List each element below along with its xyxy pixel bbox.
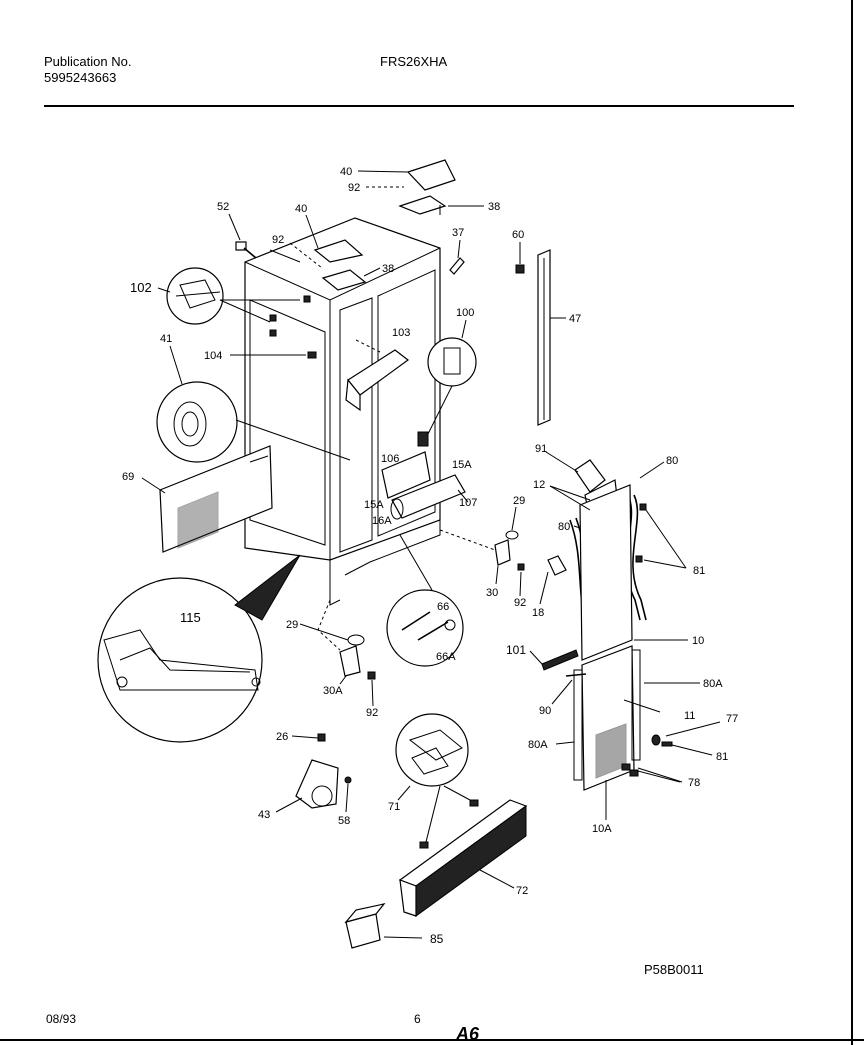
callout-77: 77	[726, 713, 738, 725]
callout-26: 26	[276, 731, 288, 743]
callout-30: 30	[486, 587, 498, 599]
callout-66a: 66A	[436, 651, 456, 663]
base-grille-72	[398, 799, 528, 917]
callout-29a: 29	[513, 495, 525, 507]
callout-29b: 29	[286, 619, 298, 631]
door-screws	[621, 734, 673, 777]
callout-labels: 40 92 38 52 40 92 38 37 60 102 100 47 41…	[122, 166, 738, 946]
callout-92c: 92	[514, 597, 526, 609]
callout-10: 10	[692, 635, 704, 647]
footer-date: 08/93	[46, 1012, 77, 1026]
publication-label: Publication No.	[44, 54, 132, 69]
callout-15a-1: 15A	[452, 459, 472, 471]
callout-58: 58	[338, 815, 350, 827]
detail-circle-102	[166, 267, 300, 325]
strip-101	[541, 649, 587, 677]
callout-78: 78	[688, 777, 700, 789]
door-panel-10	[573, 484, 641, 791]
callout-40b: 40	[295, 203, 307, 215]
callout-92b: 92	[272, 234, 284, 246]
callout-92a: 92	[348, 182, 360, 194]
publication-number: 5995243663	[44, 70, 117, 85]
callout-16a: 16A	[372, 515, 392, 527]
callout-101: 101	[506, 643, 526, 657]
header-rule	[44, 105, 794, 107]
callout-80a-2: 80A	[703, 678, 723, 690]
top-hinge-cover	[313, 159, 456, 291]
box-85	[344, 903, 386, 949]
callout-115: 115	[180, 610, 201, 625]
callout-103: 103	[392, 327, 410, 339]
callout-72: 72	[516, 885, 528, 897]
callout-40a: 40	[340, 166, 352, 178]
panel-69	[159, 445, 273, 553]
handle-103	[345, 349, 410, 412]
callout-104: 104	[204, 350, 222, 362]
roller-assembly-43	[295, 733, 352, 809]
detail-circle-71	[395, 713, 479, 849]
detail-circle-115	[97, 554, 301, 743]
callout-38a: 38	[488, 201, 500, 213]
callout-18: 18	[532, 607, 544, 619]
detail-circle-100	[417, 337, 477, 447]
callout-92d: 92	[366, 707, 378, 719]
duct-107	[381, 451, 466, 520]
callout-12: 12	[533, 479, 545, 491]
detail-circle-66	[386, 534, 464, 667]
callout-81b: 81	[716, 751, 728, 763]
callout-41: 41	[160, 333, 172, 345]
callout-91: 91	[535, 443, 547, 455]
callout-60: 60	[512, 229, 524, 241]
diagram-reference-code: P58B0011	[644, 962, 704, 977]
callout-15a-2: 15A	[364, 499, 384, 511]
callout-71: 71	[388, 801, 400, 813]
callout-47: 47	[569, 313, 581, 325]
callout-11: 11	[684, 710, 695, 722]
callout-30a: 30A	[323, 685, 343, 697]
callout-106: 106	[381, 453, 399, 465]
model-number: FRS26XHA	[380, 54, 448, 69]
small-parts	[235, 241, 551, 426]
callout-85: 85	[430, 932, 444, 946]
callout-80a: 80	[666, 455, 678, 467]
leader-lines	[141, 170, 721, 939]
bracket-30	[439, 529, 525, 571]
callout-80b: 80	[558, 521, 570, 533]
callout-81a: 81	[693, 565, 705, 577]
callout-52: 52	[217, 201, 229, 213]
footer-mark: A6	[456, 1024, 480, 1044]
callout-66: 66	[437, 601, 449, 613]
callout-107: 107	[459, 497, 477, 509]
callout-10a: 10A	[592, 823, 612, 835]
callout-102: 102	[130, 280, 152, 295]
callout-90: 90	[539, 705, 551, 717]
callout-80a-3: 80A	[528, 739, 548, 751]
callout-43: 43	[258, 809, 270, 821]
detail-circle-41	[156, 381, 351, 463]
callout-100: 100	[456, 307, 474, 319]
callout-38b: 38	[382, 263, 394, 275]
callout-69: 69	[122, 471, 134, 483]
footer-page-number: 6	[414, 1012, 421, 1026]
callout-37: 37	[452, 227, 464, 239]
